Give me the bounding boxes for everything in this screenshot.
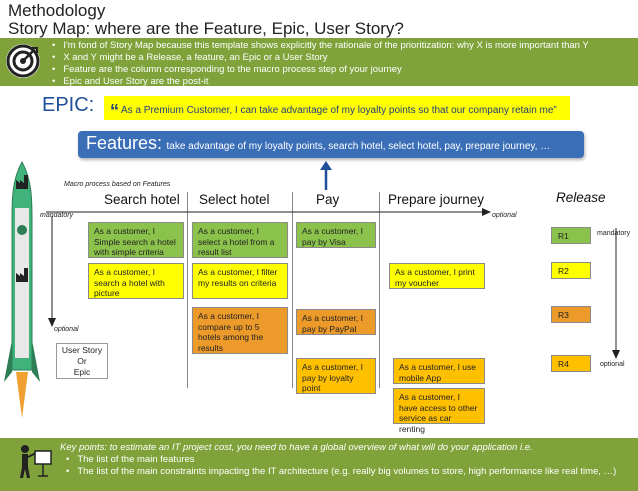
story-card: As a customer, I have access to other se… — [393, 388, 485, 434]
priority-arrow-vertical — [48, 216, 56, 327]
list-item: X and Y might be a Release, a feature, a… — [52, 52, 589, 64]
column-pay: Pay — [316, 192, 340, 207]
story-card: As a customer, I use mobile App — [393, 358, 485, 384]
story-card: As a customer, I Simple search a hotel w… — [88, 222, 184, 258]
list-item: The list of the main features — [66, 454, 616, 466]
features-label: Features: — [86, 133, 163, 153]
column-divider — [379, 192, 380, 388]
release-heading: Release — [556, 190, 606, 205]
release-r4: R4 — [551, 355, 591, 372]
factory-icon — [16, 268, 28, 282]
key-points-text: Key points: to estimate an IT project co… — [60, 442, 616, 478]
story-card: As a customer, I pay by loyalty point — [296, 358, 376, 394]
up-arrow-icon — [320, 161, 332, 190]
presenter-icon — [16, 443, 52, 484]
legend-line: User Story — [61, 345, 103, 355]
macro-process-label: Macro process based on Features — [64, 181, 171, 188]
release-r1: R1 — [551, 227, 591, 244]
story-card: As a customer, I print my voucher — [389, 263, 485, 289]
list-item: Epic and User Story are the post-it — [52, 76, 589, 88]
optional-label: optional — [600, 361, 625, 368]
release-arrow-vertical — [612, 228, 620, 359]
mandatory-label: mandatory — [40, 212, 74, 219]
story-card: As a customer, I filter my results on cr… — [192, 263, 288, 299]
column-divider — [187, 192, 188, 388]
story-card: As a customer, I pay by PayPal — [296, 309, 376, 335]
legend-box: User Story Or Epic — [56, 343, 108, 379]
column-select-hotel: Select hotel — [199, 192, 270, 207]
release-r3: R3 — [551, 306, 591, 323]
column-search-hotel: Search hotel — [104, 192, 180, 207]
target-icon — [6, 44, 40, 78]
epic-text: As a Premium Customer, I can take advant… — [121, 105, 557, 116]
page-subtitle: Story Map: where are the Feature, Epic, … — [8, 19, 404, 38]
list-item: The list of the main constraints impacti… — [66, 466, 616, 478]
story-card: As a customer, I select a hotel from a r… — [192, 222, 288, 258]
mandatory-label: mandatory — [597, 230, 631, 237]
story-card: As a customer, I compare up to 5 hotels … — [192, 307, 288, 354]
page-title: Methodology — [8, 1, 106, 20]
intro-bullets: I'm fond of Story Map because this templ… — [52, 40, 589, 88]
optional-label: optional — [492, 212, 517, 219]
list-item: Feature are the column corresponding to … — [52, 64, 589, 76]
key-points-label: Key points — [60, 442, 105, 453]
key-points-intro: : to estimate an IT project cost, you ne… — [104, 442, 533, 453]
story-card: As a customer, I search a hotel with pic… — [88, 263, 184, 299]
optional-label: optional — [54, 326, 79, 333]
list-item: I'm fond of Story Map because this templ… — [52, 40, 588, 52]
quote-mark: “ — [110, 101, 119, 121]
release-r2: R2 — [551, 262, 591, 279]
column-prepare-journey: Prepare journey — [388, 192, 485, 207]
factory-icon — [16, 175, 28, 189]
epic-postit: “As a Premium Customer, I can take advan… — [104, 96, 570, 121]
legend-line: Epic — [73, 367, 91, 377]
priority-arrow-horizontal — [46, 208, 491, 216]
features-text: take advantage of my loyalty points, sea… — [166, 141, 551, 152]
legend-line: Or — [77, 356, 87, 366]
features-banner: Features: take advantage of my loyalty p… — [78, 131, 584, 158]
rocket-icon — [4, 160, 40, 427]
story-card: As a customer, I pay by Visa — [296, 222, 376, 248]
column-divider — [292, 192, 293, 388]
epic-label: EPIC: — [42, 94, 95, 116]
